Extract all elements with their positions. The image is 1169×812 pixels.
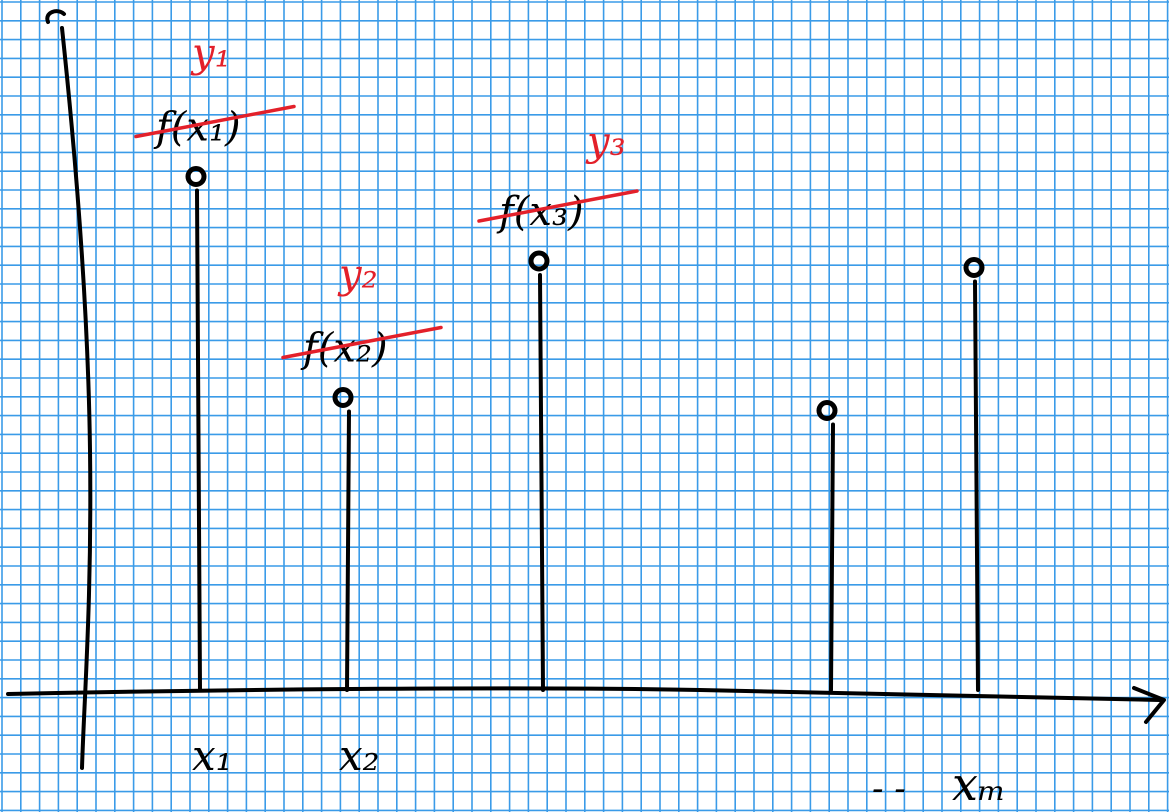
stem-line: [973, 279, 980, 692]
label-group: x₁ f(x₁) y₁ x₂ f(x₂) y₂ f(x₃)y₃: [134, 31, 639, 780]
original-label-1: f(x₁): [153, 105, 241, 151]
original-label-2: f(x₂): [300, 326, 388, 372]
strikethrough-line: [477, 189, 639, 223]
stem-line: [829, 422, 835, 692]
x-label-1: x₁: [192, 731, 233, 780]
original-label-3: f(x₃): [496, 189, 584, 235]
sample-point: [963, 257, 985, 278]
x-label-last: xₘ: [952, 757, 1006, 811]
y-axis-top-hook: [45, 9, 66, 24]
x-label-2: x₂: [339, 731, 380, 780]
x-axis: [6, 686, 1162, 702]
sample-point: [528, 250, 550, 272]
stem-line: [345, 409, 351, 692]
stem-line: [195, 188, 202, 692]
stem-group: [185, 166, 985, 692]
x-axis-arrowhead: [1132, 686, 1166, 724]
corrected-label-1: y₁: [190, 31, 231, 77]
sample-point: [185, 166, 207, 187]
corrected-label-3: y₃: [585, 119, 626, 165]
strikethrough-line: [134, 104, 296, 139]
stem-line: [538, 273, 545, 692]
corrected-label-2: y₂: [337, 252, 378, 298]
sample-point: [816, 400, 838, 421]
y-axis: [60, 26, 93, 770]
ellipsis-dots: - -: [872, 769, 906, 809]
sample-point: [332, 387, 354, 408]
strikethrough-line: [281, 325, 443, 360]
